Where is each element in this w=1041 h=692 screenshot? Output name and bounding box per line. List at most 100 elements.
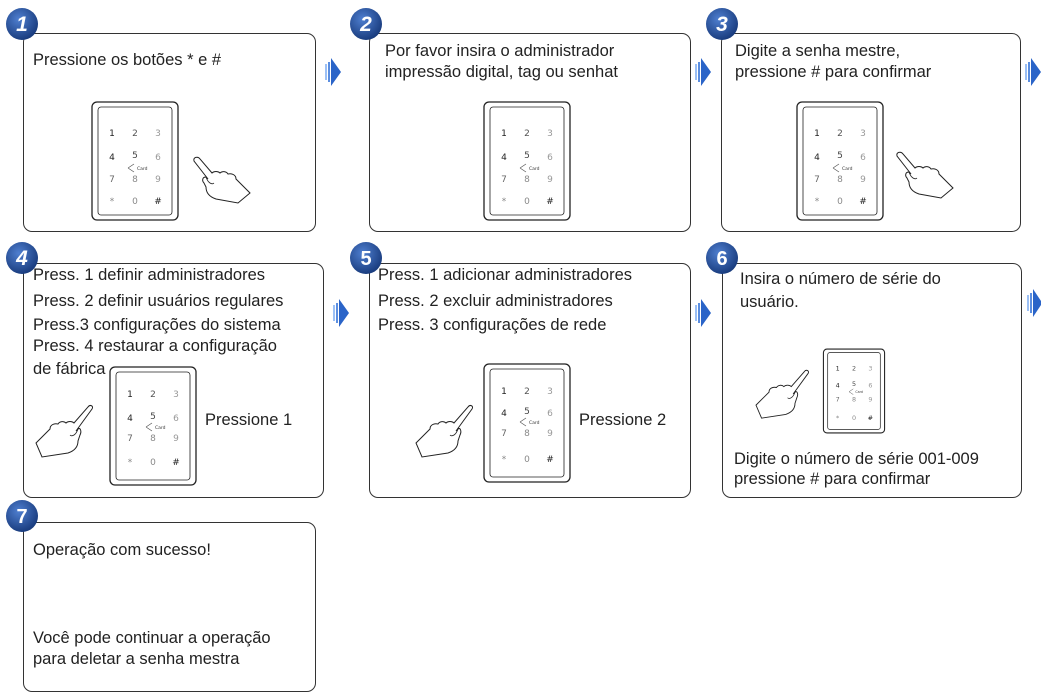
step-5-line-2: Press. 2 excluir administradores: [378, 292, 613, 310]
key-1: 1: [501, 129, 507, 139]
key-3: 3: [547, 387, 553, 397]
step-5-line-1: Press. 1 adicionar administradores: [378, 266, 633, 284]
key-4: 4: [836, 381, 840, 389]
step-2-number: 2: [359, 13, 372, 36]
key-hash: #: [859, 197, 867, 207]
key-star: *: [502, 197, 507, 207]
step-1-badge: 1: [6, 8, 38, 40]
step-3-number: 3: [716, 13, 728, 36]
key-hash: #: [868, 414, 873, 422]
key-4: 4: [501, 153, 507, 163]
key-star: *: [110, 197, 115, 207]
key-hash: #: [546, 197, 554, 207]
key-9: 9: [860, 175, 866, 185]
key-0: 0: [852, 414, 856, 422]
key-5: 5: [132, 151, 138, 161]
key-9: 9: [155, 175, 161, 185]
hand-pointer-icon: [896, 151, 954, 199]
arrow-right-icon: [325, 58, 341, 86]
step-7-bottom-line-1: Você pode continuar a operação: [33, 629, 271, 647]
step-6-number: 6: [716, 248, 727, 270]
key-8: 8: [852, 396, 856, 404]
card-label: Card: [155, 425, 166, 431]
hand-pointer-icon: [35, 405, 93, 458]
step-6-line-1: Insira o número de série do: [740, 270, 941, 288]
key-6: 6: [155, 153, 161, 163]
key-4: 4: [127, 414, 133, 424]
card-label: Card: [842, 166, 853, 172]
key-8: 8: [132, 175, 138, 185]
key-5: 5: [837, 151, 843, 161]
key-8: 8: [150, 434, 156, 444]
key-7: 7: [127, 434, 133, 444]
keypad-device: 1 2 3 4 5 6 7 8 9 * 0 # Card: [796, 101, 884, 221]
key-3: 3: [547, 129, 553, 139]
key-0: 0: [524, 455, 530, 465]
key-2: 2: [837, 129, 843, 139]
step-5-line-3: Press. 3 configurações de rede: [378, 316, 607, 334]
key-7: 7: [836, 396, 840, 404]
card-label: Card: [855, 390, 862, 394]
step-5-badge: 5: [350, 242, 382, 274]
key-2: 2: [852, 364, 856, 372]
arrow-right-icon: [1027, 289, 1041, 317]
key-0: 0: [524, 197, 530, 207]
key-star: *: [502, 455, 507, 465]
step-4-line-4: Press. 4 restaurar a configuração: [33, 337, 277, 355]
keypad-device: 1 2 3 4 5 6 7 8 9 * 0 # Card: [483, 363, 571, 483]
step-7-number: 7: [16, 506, 27, 528]
key-8: 8: [524, 175, 530, 185]
step-2-line-2: impressão digital, tag ou senhat: [385, 63, 618, 81]
keypad-device: 1 2 3 4 5 6 7 8 9 * 0 # Card: [109, 366, 197, 486]
step-6-bottom-line-1: Digite o número de série 001-009: [734, 450, 979, 468]
arrow-right-icon: [695, 299, 711, 327]
key-6: 6: [173, 414, 179, 424]
key-hash: #: [546, 455, 554, 465]
key-star: *: [128, 458, 133, 468]
key-6: 6: [547, 409, 553, 419]
key-9: 9: [547, 429, 553, 439]
key-6: 6: [860, 153, 866, 163]
step-6-bottom-line-2: pressione # para confirmar: [734, 470, 931, 488]
hand-pointer-icon: [415, 405, 473, 458]
key-7: 7: [814, 175, 820, 185]
key-4: 4: [814, 153, 820, 163]
step-6-line-2: usuário.: [740, 293, 799, 311]
card-label: Card: [529, 166, 540, 172]
step-4-number: 4: [15, 247, 28, 270]
key-8: 8: [524, 429, 530, 439]
key-3: 3: [173, 390, 179, 400]
step-4-line-3: Press.3 configurações do sistema: [33, 316, 281, 334]
step-4-line-2: Press. 2 definir usuários regulares: [33, 292, 284, 310]
arrow-right-icon: [1025, 58, 1041, 86]
key-9: 9: [868, 396, 872, 404]
key-2: 2: [524, 387, 530, 397]
key-1: 1: [501, 387, 507, 397]
key-hash: #: [154, 197, 162, 207]
key-5: 5: [524, 151, 530, 161]
key-2: 2: [150, 390, 156, 400]
step-1-line-1: Pressione os botões * e #: [33, 51, 222, 69]
step-5-key-label: Pressione 2: [579, 411, 667, 429]
key-6: 6: [868, 381, 872, 389]
key-9: 9: [173, 434, 179, 444]
key-5: 5: [524, 407, 530, 417]
card-icon: [127, 163, 135, 173]
key-1: 1: [127, 390, 133, 400]
key-4: 4: [109, 153, 115, 163]
key-0: 0: [132, 197, 138, 207]
hand-pointer-icon: [193, 156, 251, 204]
key-7: 7: [501, 175, 507, 185]
step-7-line-1: Operação com sucesso!: [33, 541, 211, 559]
card-icon: [519, 417, 527, 427]
key-star: *: [836, 414, 839, 422]
step-4-badge: 4: [6, 242, 38, 274]
arrow-right-icon: [333, 299, 349, 327]
card-icon: [519, 163, 527, 173]
key-star: *: [815, 197, 820, 207]
arrow-right-icon: [695, 58, 711, 86]
keypad-device: 1 2 3 4 5 6 7 8 9 * 0 # Card: [91, 101, 179, 221]
step-4-line-1: Press. 1 definir administradores: [33, 266, 266, 284]
card-label: Card: [137, 166, 148, 172]
step-7-panel: [23, 522, 316, 692]
